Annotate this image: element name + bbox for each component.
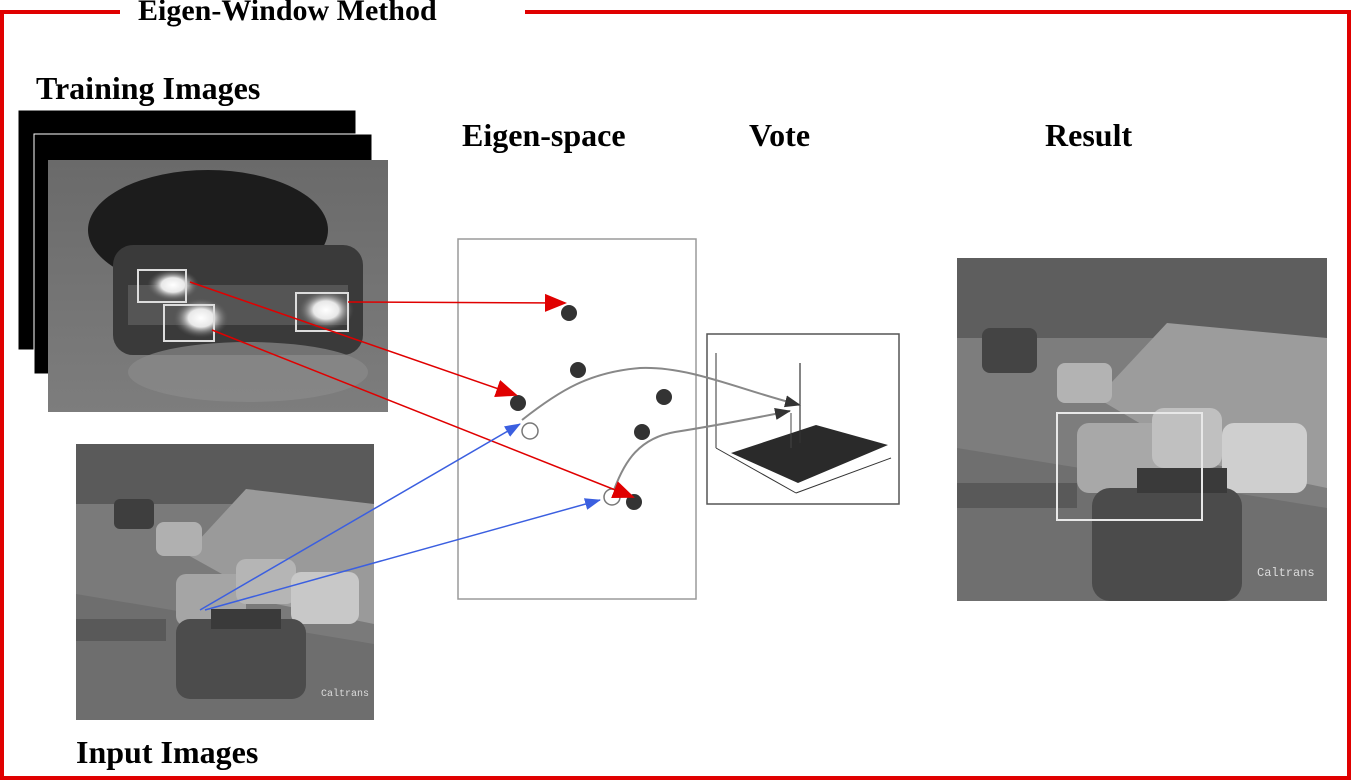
input-arrows (199, 423, 601, 611)
input-point (521, 422, 539, 440)
input-images-label: Input Images (76, 734, 259, 770)
eigen-point (656, 389, 672, 405)
result-label: Result (1045, 117, 1133, 153)
input-watermark: Caltrans (321, 688, 369, 700)
training-arrows (189, 281, 635, 498)
eigen-point (626, 494, 642, 510)
eigen-point (510, 395, 526, 411)
eigenspace-label: Eigen-space (462, 117, 626, 153)
vote-curves (521, 366, 801, 491)
result-image: Caltrans (957, 258, 1327, 601)
eigen-point (570, 362, 586, 378)
training-images-label: Training Images (36, 70, 261, 106)
vote-plot (706, 333, 900, 505)
input-image: Caltrans (76, 444, 374, 720)
result-watermark: Caltrans (1257, 566, 1315, 580)
detection-box (1056, 412, 1203, 521)
training-image (17, 109, 388, 412)
eigen-point (561, 305, 577, 321)
training-image-stack (17, 109, 390, 412)
vote-label: Vote (749, 117, 811, 153)
eigenspace-panel (457, 238, 697, 600)
eigenspace-points (510, 305, 672, 510)
eigen-point (634, 424, 650, 440)
figure-title: Eigen-Window Method (130, 0, 445, 26)
